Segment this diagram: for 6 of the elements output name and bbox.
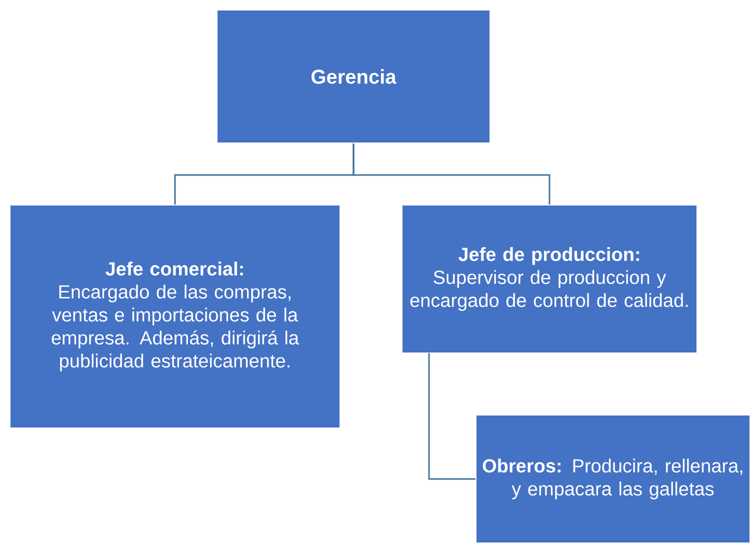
connector-line bbox=[428, 353, 476, 480]
org-box: Gerencia bbox=[216, 10, 490, 144]
org-box: Jefe de produccion: Supervisor de produccion y encargado de control de calidad. bbox=[402, 204, 698, 354]
connector-line bbox=[352, 144, 550, 204]
org-box: Obreros: Producira, rellenara, y empacara las galletas bbox=[476, 414, 750, 544]
org-box: Jefe comercial: Encargado de las compras, ventas e importaciones de la empresa. Además, dirigirá la publicidad estrateicamente. bbox=[10, 204, 340, 428]
